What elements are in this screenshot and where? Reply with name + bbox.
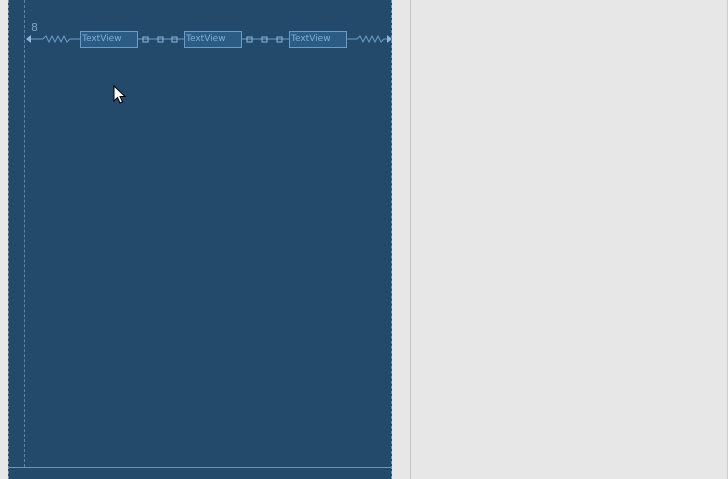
- mouse-cursor-icon: [113, 85, 127, 104]
- chain-icon-2: [242, 36, 289, 43]
- left-spring-icon: [42, 34, 80, 44]
- constraint-lines: [26, 34, 392, 44]
- blueprint-bottom-edge: [9, 467, 391, 468]
- right-arrow-anchor-icon: [387, 35, 392, 43]
- right-spring-icon: [347, 34, 387, 44]
- panel-divider[interactable]: [410, 0, 411, 479]
- left-gutter: [0, 0, 8, 479]
- left-arrow-anchor-icon: [26, 35, 31, 43]
- margin-guideline: [24, 0, 25, 467]
- right-panel: [411, 0, 728, 479]
- textview-2[interactable]: TextView: [184, 31, 242, 48]
- margin-value-label: 8: [31, 21, 38, 34]
- blueprint-design-surface[interactable]: 8 TextView TextView TextView: [8, 0, 392, 479]
- textview-1[interactable]: TextView: [80, 31, 138, 48]
- chain-icon-1: [138, 36, 184, 43]
- textview-3[interactable]: TextView: [289, 31, 347, 48]
